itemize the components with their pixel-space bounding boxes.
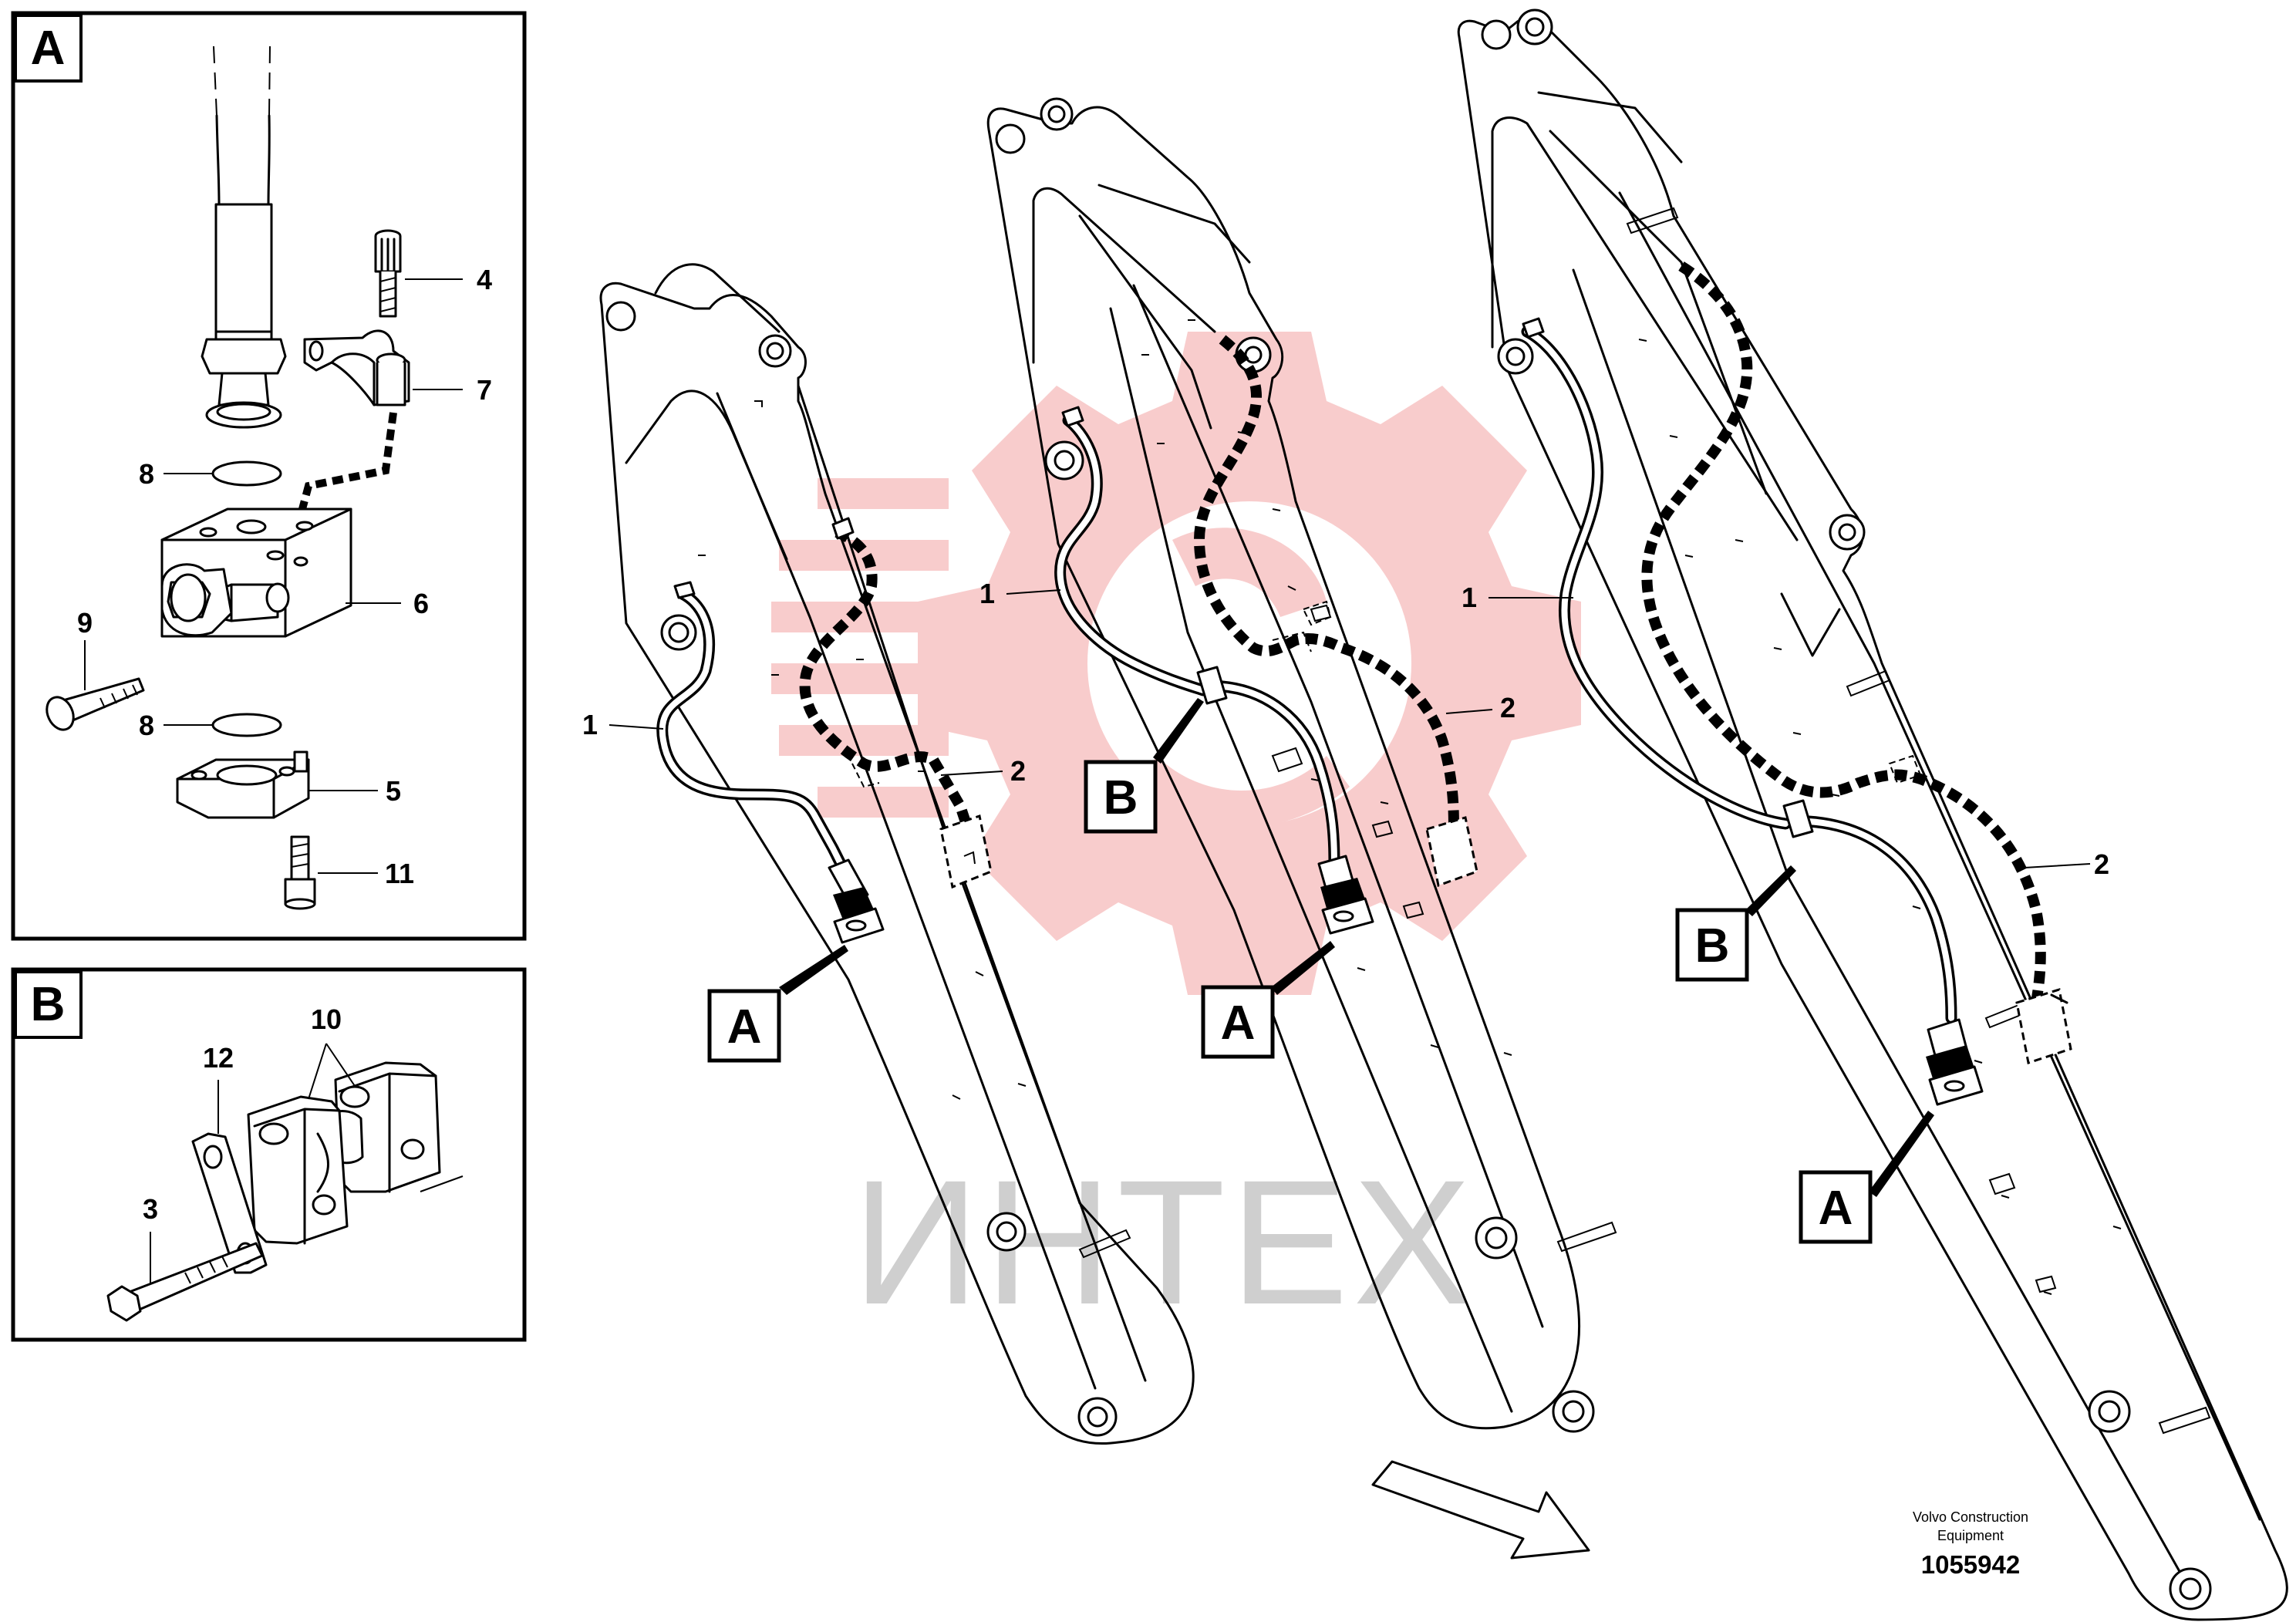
callout-b-3: 3 — [143, 1193, 158, 1225]
footer-doc-number: 1055942 — [1921, 1550, 2020, 1579]
callout-middle-2: 2 — [1500, 692, 1515, 723]
coupling-right-a — [1926, 1018, 1984, 1106]
hose-end-fitting — [201, 46, 287, 429]
clamp-7 — [303, 329, 410, 406]
callout-b-12: 12 — [203, 1042, 234, 1074]
ref-label-middle-b: B — [1104, 771, 1138, 824]
detail-panel-a: A — [11, 11, 527, 941]
panel-a-label: A — [31, 22, 66, 75]
footer-company-line1: Volvo Construction — [1913, 1509, 2028, 1525]
callout-a-6: 6 — [413, 588, 429, 619]
direction-arrow-icon — [1371, 1460, 1590, 1560]
bolt-4 — [374, 229, 402, 318]
o-ring-8-top — [211, 460, 282, 487]
coupling-left-a — [828, 858, 885, 944]
ref-label-right-b: B — [1695, 919, 1730, 973]
clamp-middle-b — [1196, 666, 1228, 705]
coupling-middle-ghost — [1425, 816, 1478, 887]
callout-a-8-top: 8 — [139, 458, 154, 490]
detail-panel-b: B 10 12 3 — [11, 967, 527, 1342]
clamp-halves-10 — [247, 1061, 441, 1245]
valve-block-6 — [160, 508, 352, 638]
flange-5 — [176, 750, 310, 819]
coupling-left-ghost — [939, 814, 993, 889]
panel-b-label: B — [31, 978, 66, 1031]
watermark-text: ИНТЕХ — [852, 1143, 1476, 1341]
bolt-11 — [284, 835, 316, 910]
callout-a-8-bottom: 8 — [139, 710, 154, 741]
boom-right: 1 2 B A — [1457, 8, 2288, 1621]
ref-label-middle-a: A — [1221, 996, 1256, 1050]
o-ring-8-bottom — [211, 713, 282, 737]
boom-middle: 1 2 B A — [979, 97, 1617, 1433]
callout-right-2: 2 — [2094, 848, 2109, 880]
callout-left-2: 2 — [1010, 755, 1026, 787]
callout-right-1: 1 — [1462, 582, 1477, 613]
callout-b-10: 10 — [311, 1003, 342, 1035]
coupling-middle-a — [1317, 855, 1374, 935]
footer-company-line2: Equipment — [1937, 1528, 2004, 1543]
coupling-right-ghost — [2015, 988, 2072, 1064]
callout-a-11: 11 — [385, 858, 414, 889]
ref-label-right-a: A — [1819, 1182, 1853, 1235]
ref-label-left-a: A — [727, 1000, 762, 1054]
bolt-9 — [46, 677, 145, 731]
watermark-gear-icon — [771, 332, 1581, 995]
boom-left: 1 2 A — [582, 263, 1195, 1445]
callout-a-5: 5 — [386, 775, 401, 807]
callout-middle-1: 1 — [979, 578, 995, 609]
callout-a-7: 7 — [477, 374, 492, 406]
callout-left-1: 1 — [582, 709, 598, 740]
bolt-3 — [106, 1242, 264, 1322]
callout-a-4: 4 — [477, 264, 492, 295]
callout-a-9: 9 — [77, 607, 93, 639]
clamp-right-b — [1782, 799, 1814, 838]
